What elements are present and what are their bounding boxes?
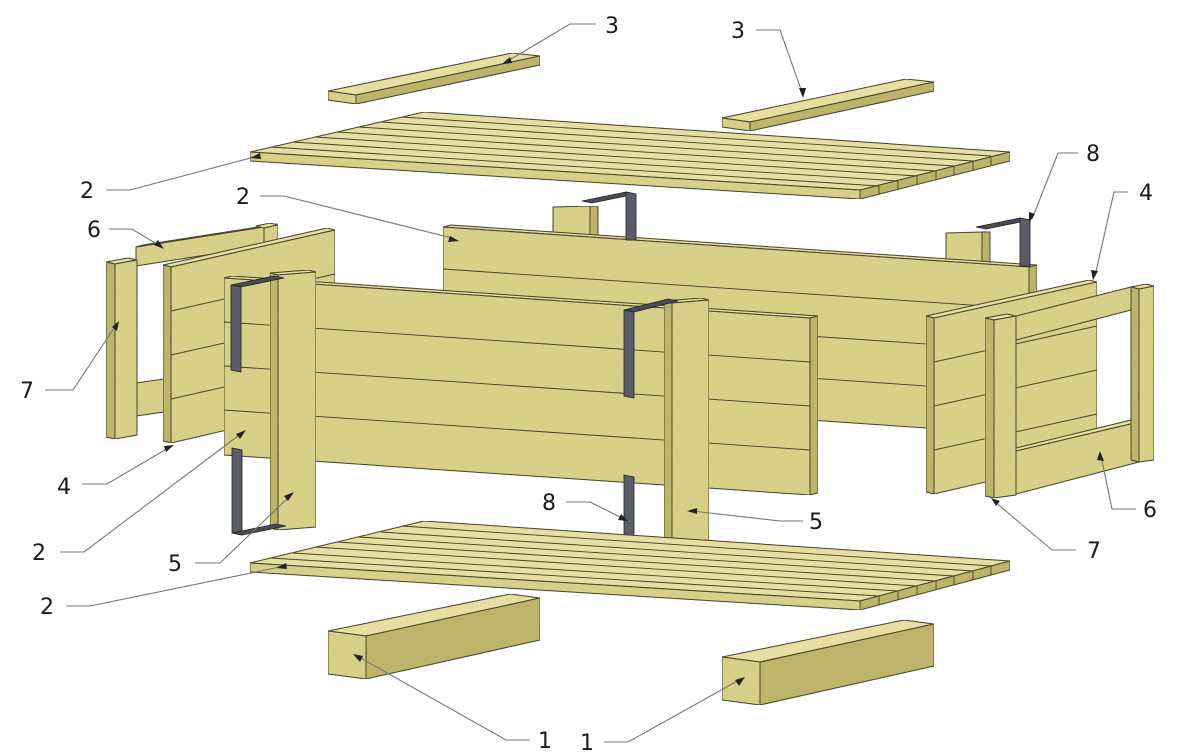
part-3-cleat-right — [721, 78, 935, 132]
part-2-top-panel — [249, 111, 1011, 200]
callout-4-right: 4 — [1139, 181, 1153, 206]
part-2-bottom-panel — [249, 520, 1011, 611]
part-8-bracket-front-upper-left — [230, 275, 285, 373]
callout-5-left: 5 — [168, 552, 182, 577]
callout-1-right: 1 — [580, 731, 594, 755]
part-1-skid-right — [721, 619, 935, 706]
part-8-bracket-back-right — [975, 217, 1031, 267]
callout-8-bottom: 8 — [542, 491, 556, 516]
callout-2-bottom-panel: 2 — [40, 595, 54, 620]
part-5-post-left — [269, 269, 317, 531]
callout-2-top-panel: 2 — [80, 179, 94, 204]
callout-7-left: 7 — [20, 379, 34, 404]
callout-7-right: 7 — [1087, 539, 1101, 564]
part-7-right-frame — [984, 283, 1155, 499]
part-5-post-right — [663, 297, 710, 553]
callout-6-left: 6 — [87, 218, 101, 243]
callout-2-front-wall: 2 — [32, 541, 46, 566]
part-8-bracket-back-left — [581, 191, 637, 241]
part-8-bracket-front-upper-right — [623, 298, 679, 399]
callout-4-left: 4 — [57, 475, 71, 500]
callout-3-right: 3 — [731, 19, 745, 44]
part-3-cleat-left — [327, 52, 541, 105]
part-1-skid-left — [327, 593, 541, 680]
callout-layer: 3 3 2 2 8 6 4 7 4 2 5 8 5 6 7 2 1 1 — [20, 14, 1157, 755]
callout-8-top: 8 — [1086, 142, 1100, 167]
part-7-left-frame — [105, 222, 279, 440]
callout-5-right: 5 — [809, 510, 823, 535]
callout-1-left: 1 — [538, 729, 552, 754]
part-8-bracket-front-lower-left — [231, 447, 287, 536]
callout-2-back-wall: 2 — [236, 185, 250, 210]
callout-3-left: 3 — [605, 14, 619, 39]
callout-6-right: 6 — [1143, 498, 1157, 523]
